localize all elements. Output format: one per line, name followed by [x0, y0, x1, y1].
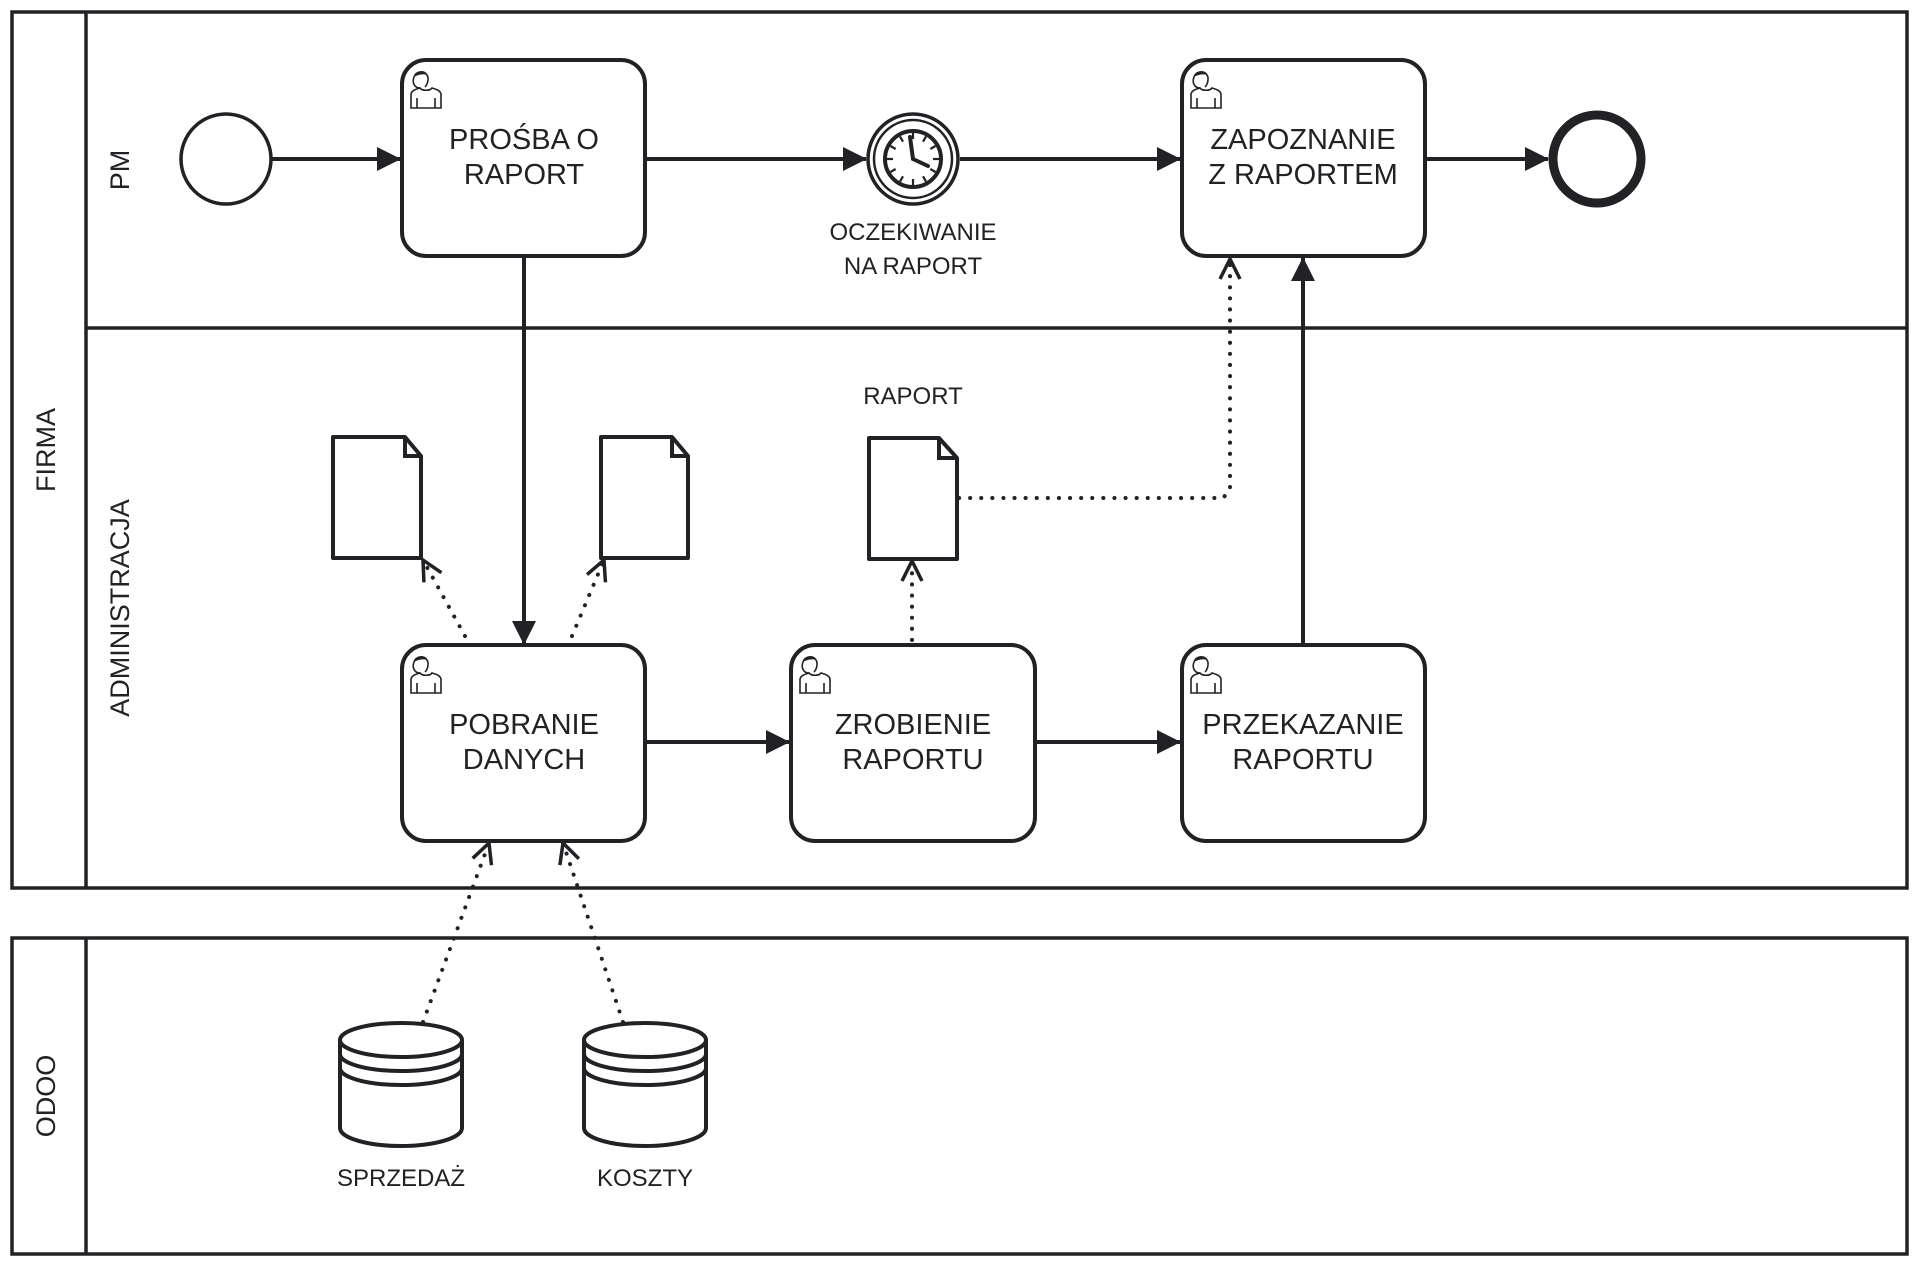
task-label-line1: PRZEKAZANIE	[1202, 709, 1403, 741]
pool-label-odoo: ODOO	[31, 1055, 61, 1138]
task-przekazanie-raportu[interactable]: PRZEKAZANIE RAPORTU	[1180, 643, 1427, 843]
pool-firma[interactable]: FIRMA PM ADMINISTRACJA	[10, 10, 1909, 890]
assoc-pobranie-to-doc1[interactable]	[421, 560, 467, 638]
clock-tick	[929, 168, 937, 173]
task-label-line1: POBRANIE	[449, 709, 599, 741]
end-event-circle	[1548, 110, 1646, 208]
pool-label-firma: FIRMA	[31, 408, 61, 492]
data-object-2[interactable]	[599, 435, 690, 560]
end-event[interactable]	[1548, 110, 1646, 208]
timer-event[interactable]: OCZEKIWANIE NA RAPORT	[829, 112, 997, 280]
assoc-pobranie-to-doc2[interactable]	[570, 560, 604, 638]
start-event-circle	[179, 112, 273, 206]
task-pobranie-danych[interactable]: POBRANIE DANYCH	[400, 643, 647, 843]
task-label-line2: RAPORTU	[842, 744, 983, 776]
clock-tick	[922, 175, 927, 183]
timer-inner-ring	[872, 118, 954, 200]
document-icon	[599, 435, 690, 560]
assoc-raport-to-zapoznanie[interactable]	[957, 257, 1230, 500]
task-label-line2: RAPORT	[464, 159, 585, 191]
clock-tick	[929, 145, 937, 150]
lane-label-administracja: ADMINISTRACJA	[105, 499, 135, 717]
user-icon	[1190, 70, 1222, 109]
assoc-koszty-to-pobranie[interactable]	[563, 843, 625, 1024]
data-store-label: KOSZTY	[597, 1165, 693, 1192]
data-store-sprzedaz[interactable]: SPRZEDAŻ	[337, 1021, 465, 1192]
user-icon	[410, 70, 442, 109]
pool-firma-border	[10, 10, 1909, 890]
task-label-line2: RAPORTU	[1232, 744, 1373, 776]
document-icon	[867, 436, 959, 561]
data-associations	[421, 257, 1230, 1024]
clock-tick	[889, 168, 897, 173]
pool-odoo[interactable]: ODOO	[10, 936, 1909, 1256]
task-label-line1: PROŚBA O	[449, 122, 599, 156]
data-object-raport[interactable]: RAPORT	[863, 383, 963, 561]
clock-tick	[889, 145, 897, 150]
task-box	[400, 643, 647, 843]
task-zrobienie-raportu[interactable]: ZROBIENIE RAPORTU	[789, 643, 1037, 843]
task-box	[400, 58, 647, 258]
user-icon	[1190, 655, 1222, 694]
task-label-line2: DANYCH	[463, 744, 585, 776]
task-box	[1180, 643, 1427, 843]
user-icon	[410, 655, 442, 694]
database-icon	[338, 1021, 464, 1148]
clock-tick	[899, 135, 904, 143]
task-label-line1: ZROBIENIE	[835, 709, 991, 741]
task-zapoznanie-z-raportem[interactable]: ZAPOZNANIE Z RAPORTEM	[1180, 58, 1427, 258]
timer-outer-ring	[866, 112, 960, 206]
task-box	[1180, 58, 1427, 258]
document-icon	[331, 435, 423, 560]
clock-tick	[899, 175, 904, 183]
pool-odoo-border	[10, 936, 1909, 1256]
data-object-1[interactable]	[331, 435, 423, 560]
data-store-koszty[interactable]: KOSZTY	[582, 1021, 708, 1192]
user-icon	[799, 655, 831, 694]
data-store-label: SPRZEDAŻ	[337, 1165, 465, 1192]
timer-label-line2: NA RAPORT	[844, 253, 983, 280]
document-fold	[403, 437, 421, 458]
task-label-line2: Z RAPORTEM	[1208, 159, 1398, 191]
database-icon	[582, 1021, 708, 1148]
document-fold	[670, 437, 688, 458]
timer-label-line1: OCZEKIWANIE	[829, 219, 996, 246]
task-label-line1: ZAPOZNANIE	[1210, 124, 1395, 156]
assoc-sprzedaz-to-pobranie[interactable]	[421, 843, 489, 1024]
task-prosba-o-raport[interactable]: PROŚBA O RAPORT	[400, 58, 647, 258]
sequence-flows	[272, 147, 1549, 754]
data-object-label: RAPORT	[863, 383, 963, 410]
task-box	[789, 643, 1037, 843]
document-fold	[937, 438, 957, 460]
clock-tick	[922, 135, 927, 143]
clock-icon	[883, 129, 943, 189]
start-event[interactable]	[179, 112, 273, 206]
lane-label-pm: PM	[105, 150, 135, 191]
